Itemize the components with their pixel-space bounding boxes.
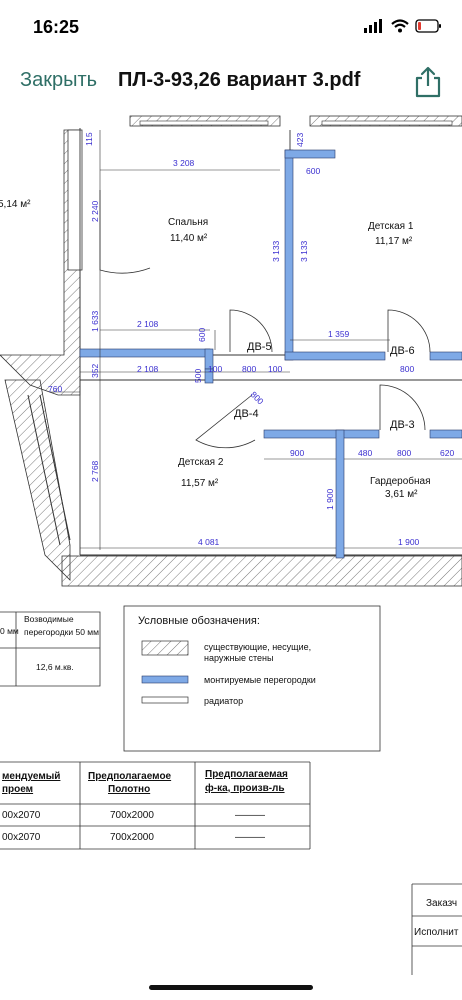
- close-button[interactable]: Закрыть: [20, 69, 98, 91]
- dim-2108a: 2 108: [137, 319, 159, 329]
- door-table-header-1-line2: проем: [2, 784, 33, 795]
- wifi-icon: [391, 19, 409, 33]
- partition-table-header: Возводимые: [24, 614, 74, 624]
- dim-760: 760: [48, 384, 62, 394]
- door-table-r2c3: ———: [235, 832, 265, 843]
- navigation-bar: Закрыть ПЛ-3-93,26 вариант 3.pdf: [0, 56, 462, 108]
- door-label-dv5: ДВ-5: [247, 341, 272, 353]
- status-bar: 16:25: [0, 0, 462, 56]
- dim-2768: 2 768: [90, 460, 100, 482]
- door-table-r1c3: ———: [235, 810, 265, 821]
- door-label-dv4: ДВ-4: [234, 408, 259, 420]
- dim-620: 620: [440, 448, 454, 458]
- door-table-r1c1: 00x2070: [2, 810, 41, 821]
- legend-item-walls-line2: наружные стены: [204, 653, 273, 663]
- battery-icon: [415, 19, 441, 33]
- dim-100a: 100: [208, 364, 222, 374]
- legend-title: Условные обозначения:: [138, 615, 260, 627]
- door-table: мендуемый проем Предполагаемое Полотно П…: [0, 761, 311, 850]
- dim-600a: 600: [306, 166, 320, 176]
- partition-table-header-line2: перегородки 50 мм: [24, 627, 99, 637]
- door-table-r2c1: 00x2070: [2, 832, 41, 843]
- dim-3208: 3 208: [173, 158, 195, 168]
- legend-item-walls-line1: существующие, несущие,: [204, 642, 311, 652]
- dim-600b: 600: [197, 328, 207, 342]
- dim-480: 480: [358, 448, 372, 458]
- dim-352: 352: [90, 364, 100, 378]
- pdf-page[interactable]: 5,14 м² Спальня 11,40 м² Детская 1 11,17…: [0, 108, 462, 978]
- dim-800d: 800: [397, 448, 411, 458]
- legend-swatch-partitions: [141, 675, 189, 684]
- dim-1900a: 1 900: [325, 488, 335, 510]
- dim-115: 115: [84, 132, 94, 146]
- room-area-detskaya2: 11,57 м²: [181, 478, 219, 489]
- legend-item-radiator: радиатор: [204, 696, 243, 706]
- room-area-left: 5,14 м²: [0, 199, 31, 210]
- status-time: 16:25: [33, 17, 80, 37]
- door-table-r2c2: 700x2000: [110, 832, 154, 843]
- dim-2108b: 2 108: [137, 364, 159, 374]
- dimension-lines: [50, 130, 462, 550]
- legend-swatch-radiator: [141, 696, 189, 704]
- door-table-header-2-line2: Полотно: [108, 784, 150, 795]
- door-table-header-3-line1: Предполагаемая: [205, 769, 288, 780]
- partition-table: 0 мм Возводимые перегородки 50 мм 12,6 м…: [0, 611, 101, 687]
- partitions: [79, 149, 462, 559]
- door-table-header-1-line1: мендуемый: [2, 771, 60, 782]
- legend-item-partitions: монтируемые перегородки: [204, 675, 316, 685]
- partition-table-cut-cell: 0 мм: [0, 626, 19, 636]
- floor-plan-drawing: 5,14 м² Спальня 11,40 м² Детская 1 11,17…: [0, 115, 462, 975]
- room-area-garderob: 3,61 м²: [385, 489, 418, 500]
- dim-1359: 1 359: [328, 329, 350, 339]
- door-table-header-3-line2: ф-ка, произв-ль: [205, 782, 285, 794]
- room-name-garderob: Гардеробная: [370, 475, 431, 487]
- dim-1633: 1 633: [90, 310, 100, 332]
- door-swings: [99, 190, 431, 449]
- door-table-r1c2: 700x2000: [110, 810, 154, 821]
- legend-swatch-walls: [141, 640, 189, 656]
- home-indicator[interactable]: [149, 985, 313, 990]
- stamp-ispolnitel: Исполнит: [414, 927, 459, 938]
- signal-icon: [364, 19, 382, 33]
- room-area-detskaya1: 11,17 м²: [375, 236, 413, 247]
- room-name-detskaya1: Детская 1: [368, 221, 414, 232]
- dim-800c: 800: [249, 389, 266, 406]
- dim-800a: 800: [242, 364, 256, 374]
- dim-900: 900: [290, 448, 304, 458]
- room-area-spalnya: 11,40 м²: [170, 233, 208, 244]
- door-table-header-2-line1: Предполагаемое: [88, 771, 172, 782]
- dim-100b: 100: [268, 364, 282, 374]
- dim-423: 423: [295, 133, 305, 147]
- legend-box: Условные обозначения: существующие, несу…: [123, 605, 381, 752]
- door-label-dv6: ДВ-6: [390, 345, 415, 357]
- status-icons: [364, 18, 444, 39]
- dim-2240: 2 240: [90, 200, 100, 222]
- door-label-dv3: ДВ-3: [390, 419, 415, 431]
- dim-800b: 800: [400, 364, 414, 374]
- exterior-walls: [0, 115, 462, 587]
- title-block-stamp: Заказч Исполнит: [411, 883, 462, 975]
- document-title: ПЛ-3-93,26 вариант 3.pdf: [118, 69, 361, 91]
- stamp-zakazchik: Заказч: [426, 898, 457, 909]
- dim-500: 500: [193, 369, 203, 383]
- share-button[interactable]: [412, 64, 444, 100]
- dim-4081: 4 081: [198, 537, 220, 547]
- dim-1900b: 1 900: [398, 537, 420, 547]
- dim-3133b: 3 133: [299, 240, 309, 262]
- room-name-detskaya2: Детская 2: [178, 457, 224, 468]
- room-name-spalnya: Спальня: [168, 217, 208, 228]
- dim-3133a: 3 133: [271, 240, 281, 262]
- partition-table-value: 12,6 м.кв.: [36, 662, 74, 672]
- share-icon: [415, 66, 441, 98]
